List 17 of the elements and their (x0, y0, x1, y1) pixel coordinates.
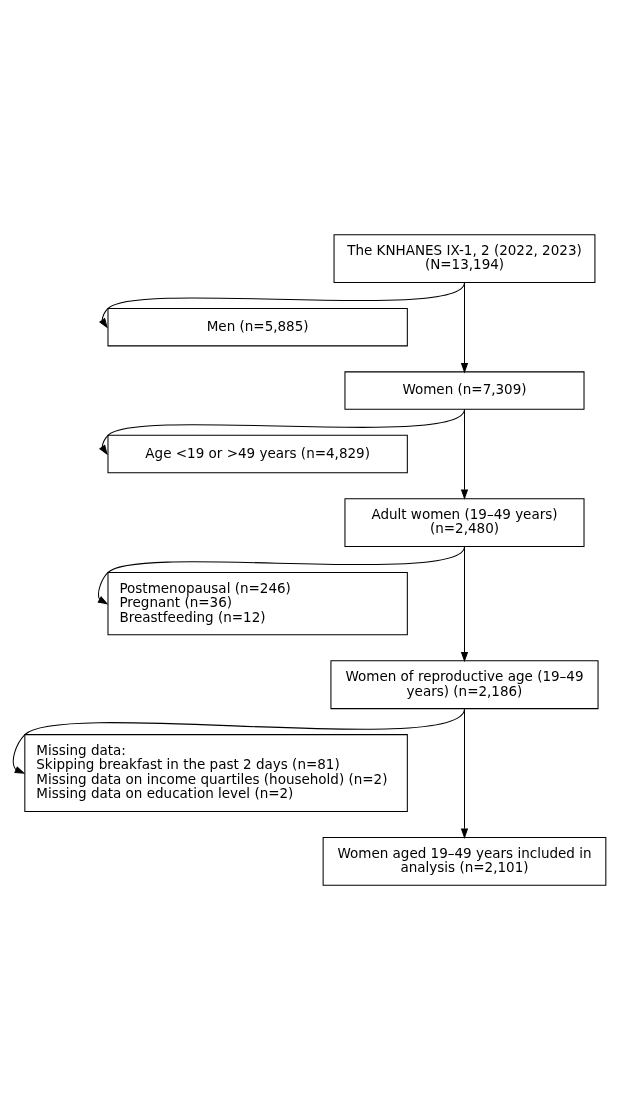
arrow (460, 708, 468, 839)
node-box: Women of reproductive age (19–49 years) (n=2,186) (329, 660, 599, 710)
arrow (12, 708, 465, 774)
node-box: Women aged 19–49 years included in analysis (n=2,101) (322, 837, 606, 886)
node-box: Postmenopausal (n=246) Pregnant (n=36) Breastfeeding (n=12) (106, 571, 408, 636)
node-box: Men (n=5,885) (106, 307, 408, 347)
node-box: Age <19 or >49 years (n=4,829) (106, 434, 408, 474)
arrow (96, 545, 465, 605)
node-box: Adult women (19–49 years) (n=2,480) (343, 498, 585, 547)
arrow (460, 546, 468, 663)
arrow (460, 282, 468, 374)
node-box: The KNHANES IX-1, 2 (2022, 2023) (N=13,194) (333, 234, 595, 283)
node-box: Missing data: Skipping breakfast in the past 2 days (n=81) Missing data on income quartiles (household) (n=2) Missing data on education level (n=2) (23, 734, 408, 813)
arrow (98, 281, 465, 329)
arrow (98, 408, 465, 456)
arrow (460, 408, 468, 500)
node-box: Women (n=7,309) (343, 371, 585, 410)
